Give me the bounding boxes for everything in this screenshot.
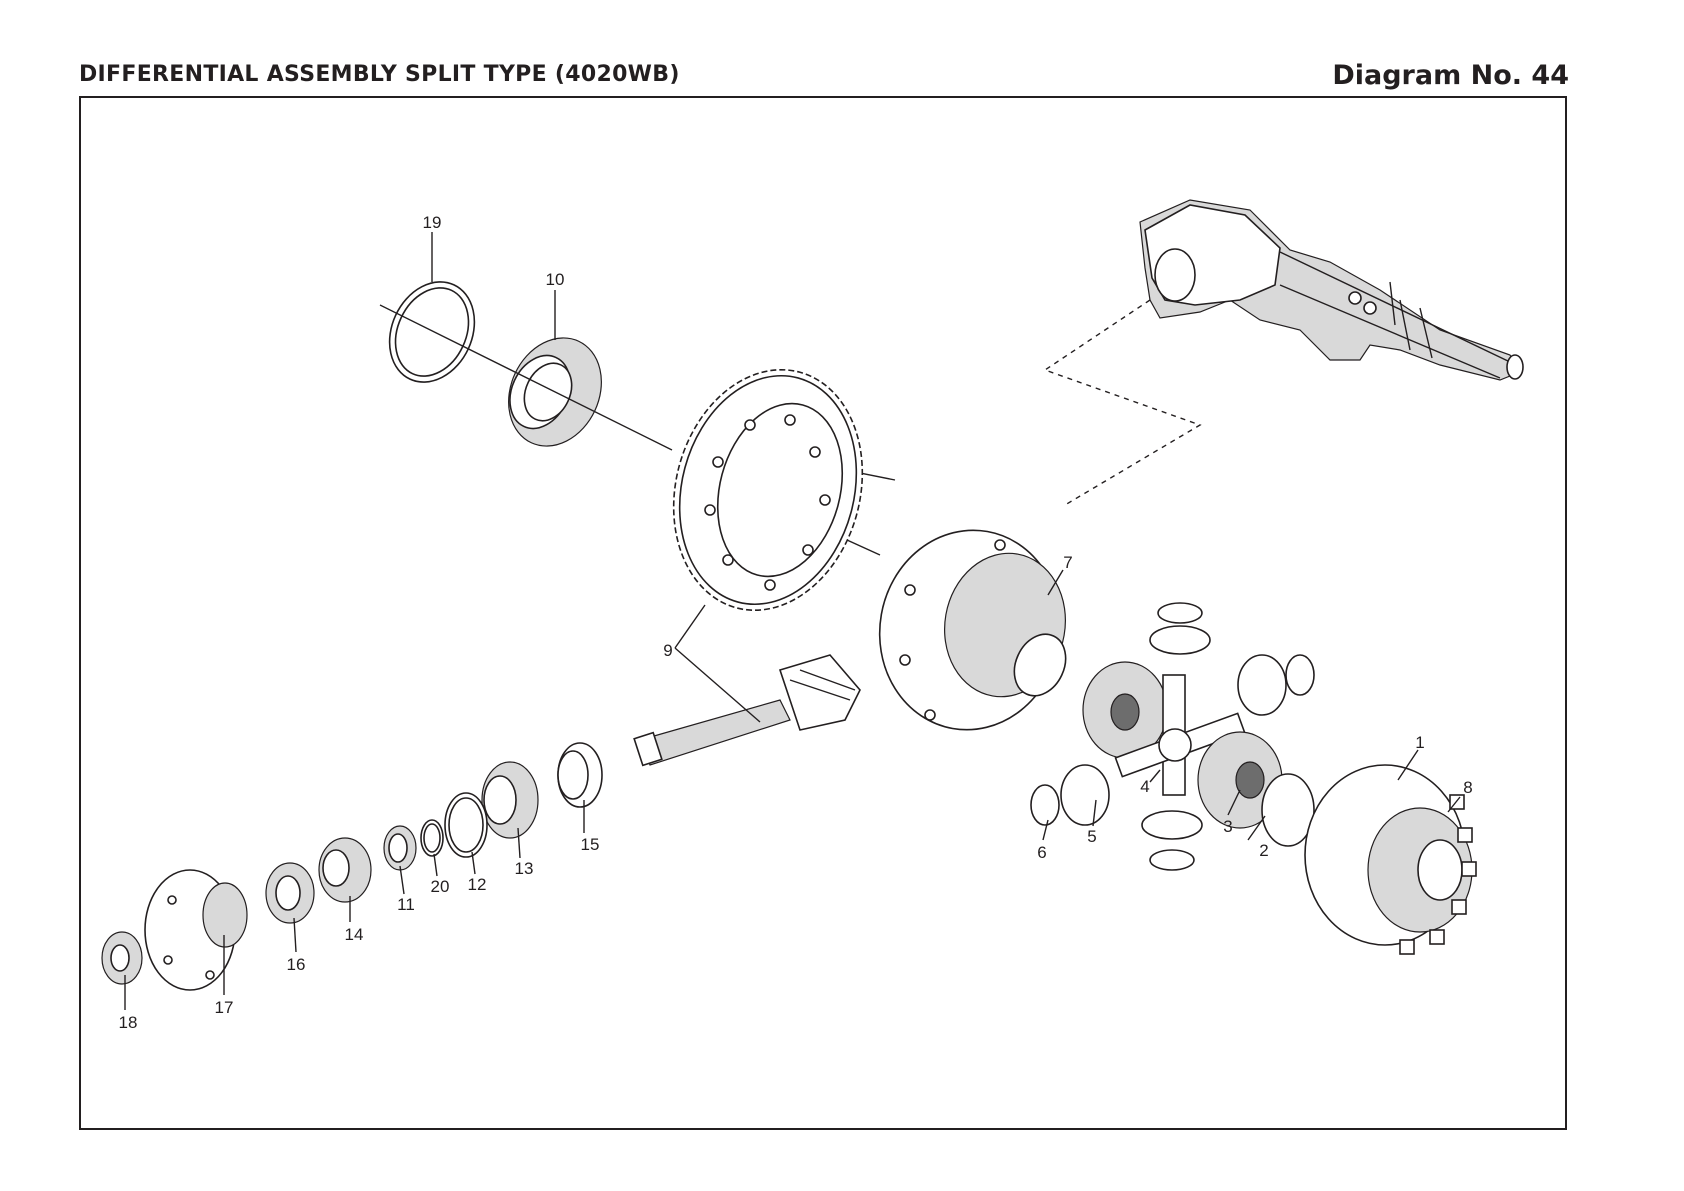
callout-17: 17 <box>215 998 234 1017</box>
part-15-bearing-cup <box>557 742 603 808</box>
callout-labels: 19 10 9 7 1 8 4 3 2 5 6 15 13 12 20 11 1… <box>119 213 1473 1032</box>
diagram-number: Diagram No. 44 <box>1332 60 1569 91</box>
part-10-bearing <box>508 337 602 447</box>
part-1-differential-case-half <box>1304 764 1473 946</box>
part-17-companion-flange <box>144 869 248 991</box>
callout-10: 10 <box>546 270 565 289</box>
part-14-bearing <box>318 837 372 903</box>
callout-19: 19 <box>423 213 442 232</box>
callout-4: 4 <box>1140 777 1149 796</box>
axle-housing-illustration <box>1139 199 1524 381</box>
part-9-ring-gear <box>672 368 864 612</box>
callout-5: 5 <box>1087 827 1096 846</box>
axis-line-upper <box>379 304 673 451</box>
part-18-nut <box>101 931 143 985</box>
diagram-frame <box>79 96 1567 1130</box>
callout-14: 14 <box>345 925 364 944</box>
part-19-shim-ring <box>388 281 476 383</box>
leader-lines <box>124 232 1461 1010</box>
callout-16: 16 <box>287 955 306 974</box>
callout-2: 2 <box>1259 841 1268 860</box>
callout-12: 12 <box>468 875 487 894</box>
part-11-spacer <box>383 825 417 871</box>
callout-6: 6 <box>1037 843 1046 862</box>
callout-3: 3 <box>1223 817 1232 836</box>
callout-8: 8 <box>1463 778 1472 797</box>
callout-13: 13 <box>515 859 534 878</box>
part-16-oil-seal <box>265 862 315 924</box>
callout-20: 20 <box>431 877 450 896</box>
part-12-shim <box>444 792 488 858</box>
part-7-differential-case-half <box>878 529 1067 731</box>
spider-gear-cluster <box>1030 602 1315 871</box>
housing-leader-dashed <box>1043 299 1202 506</box>
part-13-bearing <box>481 761 539 839</box>
callout-18: 18 <box>119 1013 138 1032</box>
callout-11: 11 <box>397 895 415 914</box>
part-20-ring <box>420 819 444 857</box>
page-title: DIFFERENTIAL ASSEMBLY SPLIT TYPE (4020WB… <box>79 62 680 87</box>
callout-1: 1 <box>1415 733 1424 752</box>
callout-15: 15 <box>581 835 600 854</box>
callout-7: 7 <box>1063 553 1072 572</box>
callout-9: 9 <box>663 641 672 660</box>
